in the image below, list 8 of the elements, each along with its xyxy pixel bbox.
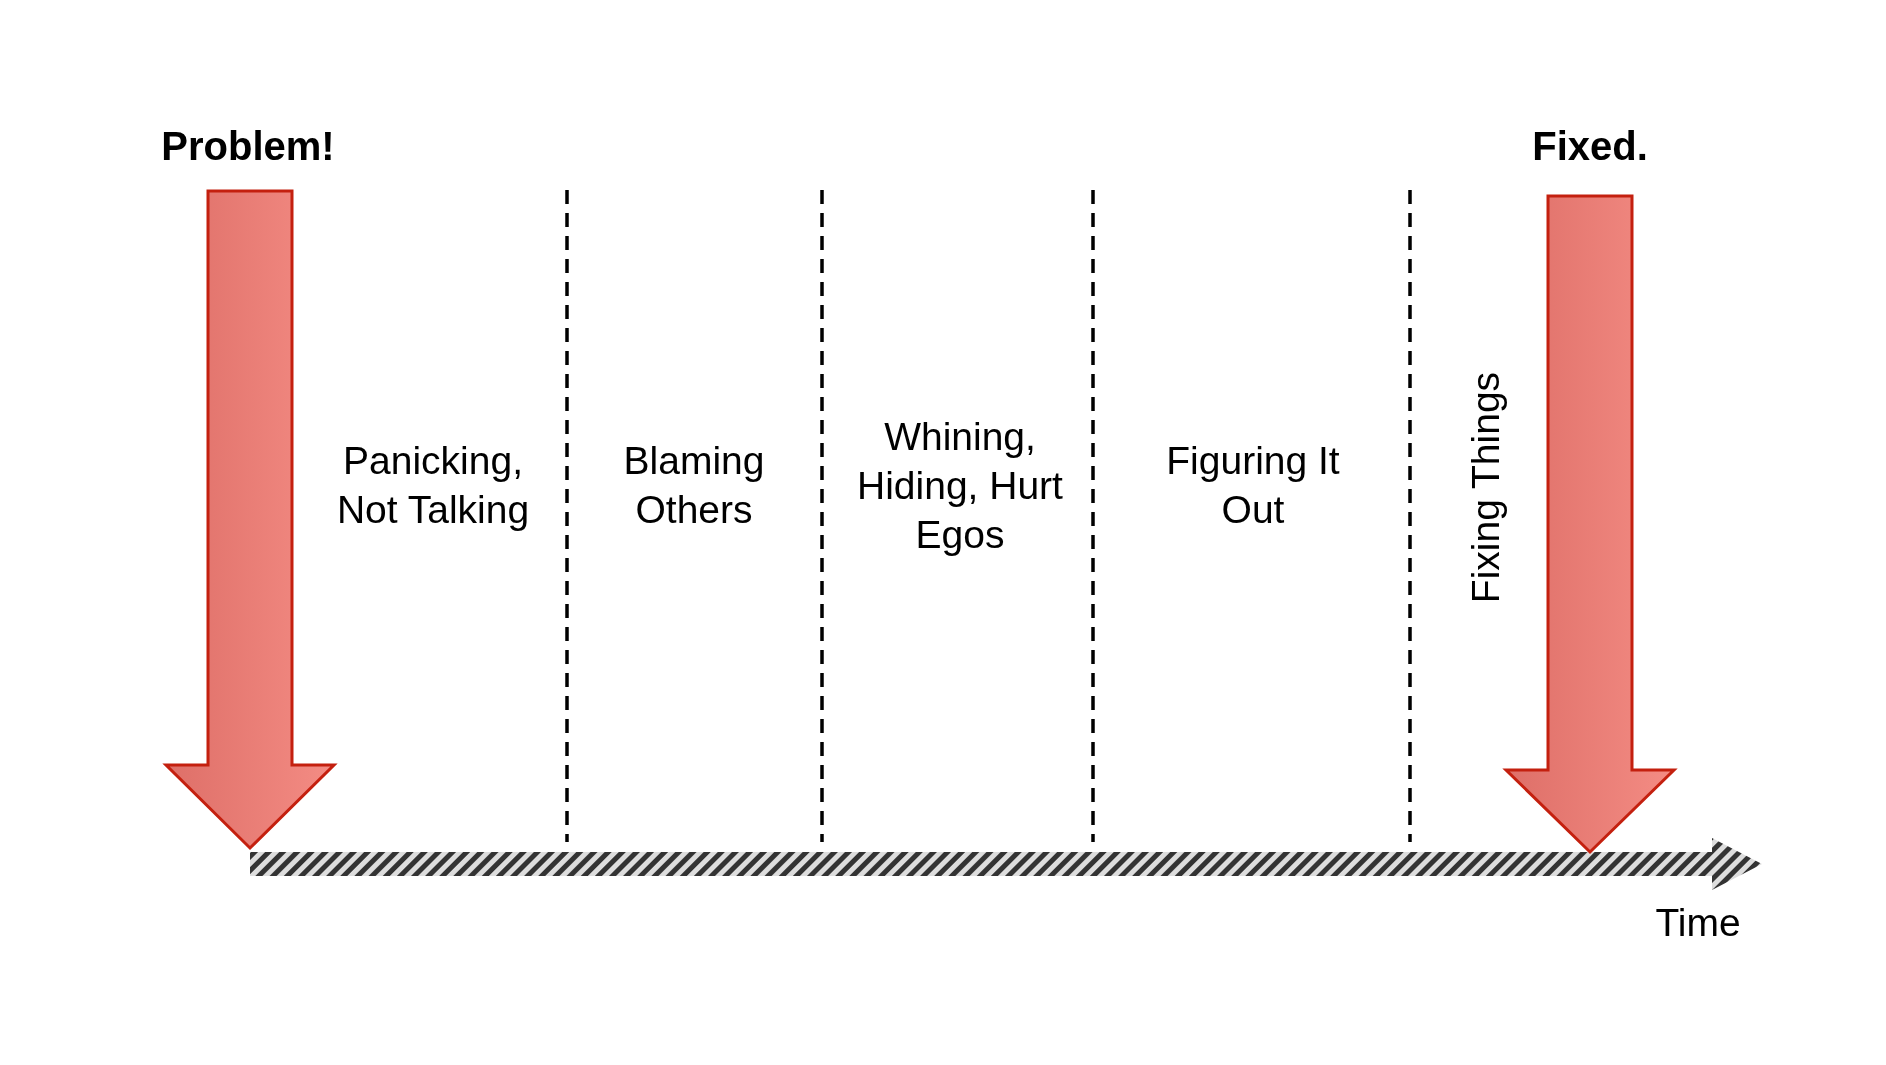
phase-label: Fixing Things bbox=[1462, 370, 1508, 605]
axis-label: Time bbox=[1654, 899, 1742, 946]
phase-label: Blaming Others bbox=[622, 438, 766, 533]
event-label: Problem! bbox=[160, 122, 336, 170]
event-label: Fixed. bbox=[1531, 122, 1649, 170]
phase-label: Panicking, Not Talking bbox=[335, 438, 531, 533]
phase-label: Figuring It Out bbox=[1165, 438, 1341, 533]
phase-label: Whining, Hiding, Hurt Egos bbox=[856, 413, 1064, 558]
